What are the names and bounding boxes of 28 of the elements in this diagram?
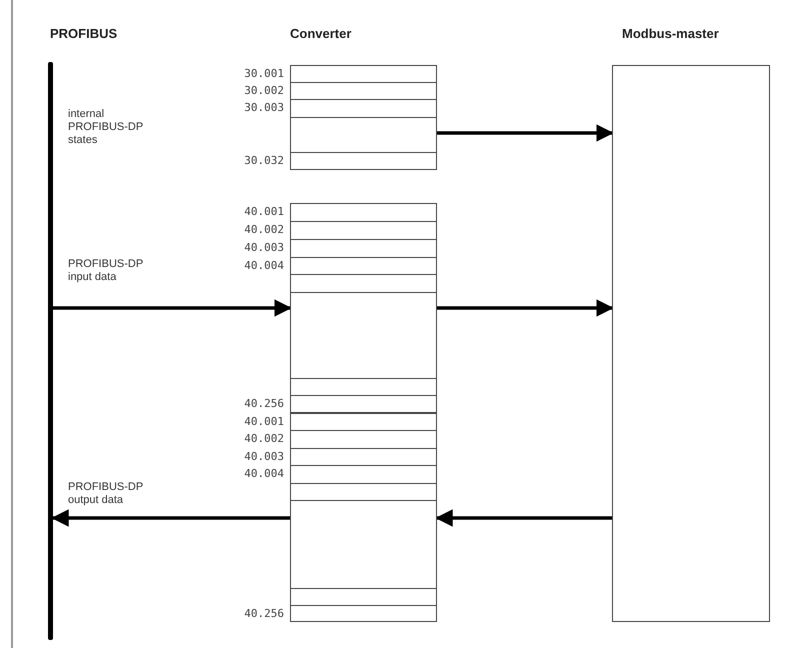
register-block	[290, 203, 437, 413]
register-address: 40.003	[243, 450, 284, 462]
register-address: 40.256	[243, 606, 284, 620]
column-heading: Modbus-master	[622, 26, 719, 41]
register-address: 40.001	[243, 205, 284, 218]
register-block	[290, 413, 437, 622]
column-heading: Converter	[290, 26, 352, 41]
arrow	[437, 124, 614, 142]
register-address: 30.002	[243, 84, 284, 96]
arrow	[53, 299, 292, 317]
edge-label: PROFIBUS-DP input data	[68, 258, 144, 284]
edge-label: PROFIBUS-DP output data	[68, 481, 144, 507]
column-heading: PROFIBUS	[50, 26, 118, 41]
register-address: 30.001	[243, 66, 284, 80]
register-address: 30.003	[243, 101, 284, 114]
register-address: 40.002	[243, 432, 284, 445]
register-address: 40.004	[243, 258, 284, 272]
arrow	[51, 509, 290, 527]
register-address: 40.256	[243, 397, 284, 410]
register-address: 40.002	[243, 223, 284, 236]
register-address: 40.003	[243, 241, 284, 254]
arrow	[437, 299, 614, 317]
register-block	[290, 65, 437, 170]
register-address: 30.032	[243, 154, 284, 167]
note-text: internal PROFIBUS-DP states	[68, 108, 144, 147]
register-address: 40.004	[243, 467, 284, 480]
register-address: 40.001	[243, 414, 284, 428]
arrow	[435, 509, 612, 527]
